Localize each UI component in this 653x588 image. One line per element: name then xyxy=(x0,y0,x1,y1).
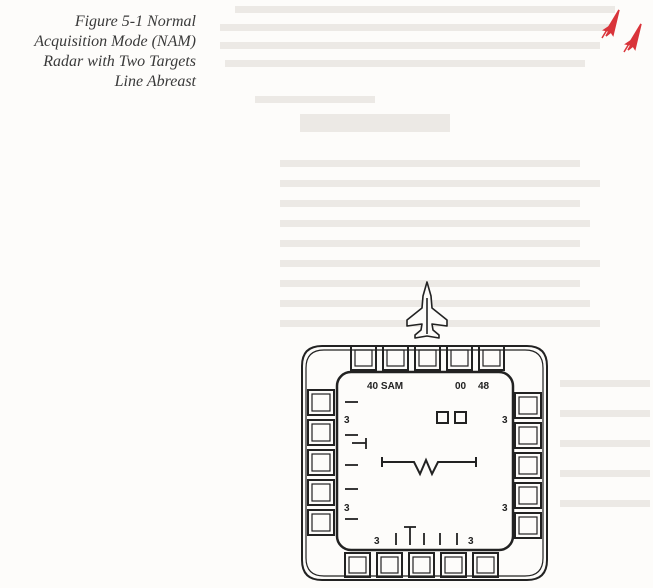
left-scale-top-label: 3 xyxy=(344,415,350,426)
bottom-azimuth-scale xyxy=(395,526,458,545)
caption-line: Line Abreast xyxy=(114,73,196,90)
osb-button[interactable] xyxy=(376,552,403,578)
left-range-scale xyxy=(345,401,367,520)
target-symbols xyxy=(436,411,467,424)
right-scale-bottom-label: 3 xyxy=(502,503,508,514)
readout-b: 48 xyxy=(478,381,490,392)
osb-button[interactable] xyxy=(472,552,499,578)
osb-button[interactable] xyxy=(307,479,335,506)
horizon-line xyxy=(381,457,477,477)
bottom-scale-left-label: 3 xyxy=(374,536,380,547)
osb-button[interactable] xyxy=(440,552,467,578)
target-symbol xyxy=(436,411,449,424)
osb-button[interactable] xyxy=(514,452,542,479)
osb-button[interactable] xyxy=(514,482,542,509)
bottom-scale-right-label: 3 xyxy=(468,536,474,547)
red-aircraft-icon xyxy=(601,9,642,53)
osb-button[interactable] xyxy=(446,345,473,371)
right-scale-top-label: 3 xyxy=(502,415,508,426)
left-scale-bottom-label: 3 xyxy=(344,503,350,514)
osb-button[interactable] xyxy=(350,345,377,371)
osb-button[interactable] xyxy=(307,419,335,446)
osb-button[interactable] xyxy=(344,552,371,578)
osb-column-left[interactable] xyxy=(307,389,335,536)
osb-button[interactable] xyxy=(408,552,435,578)
range-sam-readout: 40 SAM xyxy=(367,381,403,392)
osb-button[interactable] xyxy=(514,392,542,419)
osb-button[interactable] xyxy=(382,345,409,371)
target-symbol xyxy=(454,411,467,424)
osb-button[interactable] xyxy=(307,509,335,536)
ownship-jet-icon xyxy=(406,281,448,339)
osb-button[interactable] xyxy=(514,512,542,539)
osb-button[interactable] xyxy=(478,345,505,371)
osb-button[interactable] xyxy=(414,345,441,371)
osb-button[interactable] xyxy=(307,449,335,476)
radar-screen xyxy=(335,370,515,552)
osb-column-right[interactable] xyxy=(514,392,542,539)
readout-a: 00 xyxy=(455,381,467,392)
osb-button[interactable] xyxy=(514,422,542,449)
osb-row-bottom[interactable] xyxy=(344,552,499,578)
mfd-bezel xyxy=(301,345,548,581)
caption-line: Acquisition Mode (NAM) xyxy=(34,33,196,50)
caption-line: Figure 5-1 Normal xyxy=(74,13,196,30)
caption-line: Radar with Two Targets xyxy=(43,53,196,70)
figure-caption: Figure 5-1 Normal Acquisition Mode (NAM)… xyxy=(0,12,196,92)
osb-row-top[interactable] xyxy=(350,345,505,371)
osb-button[interactable] xyxy=(307,389,335,416)
